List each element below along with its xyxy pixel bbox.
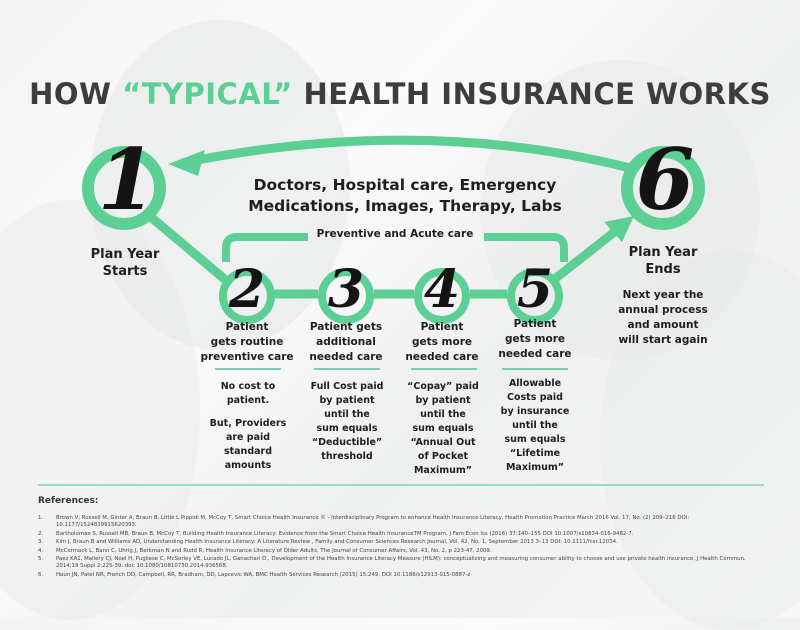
reference-item: 1.Brown V, Russell M, Ginter A, Braun B,… [38,515,690,529]
references-heading: References: [38,496,99,506]
reference-item: 6.Haun JN, Patel NR, French DD, Campbell… [38,571,471,578]
reference-item: 4.McCormack L, Bann C, Uhrig J, Berkman … [38,547,492,554]
return-arrowhead-icon [168,150,205,176]
circle-2 [219,268,275,324]
references-list: 1.Brown V, Russell M, Ginter A, Braun B,… [38,515,768,579]
plan-year-starts-label: Plan Year Starts [90,247,160,279]
page-title: HOW “TYPICAL” HEALTH INSURANCE WORKS [0,77,800,111]
step-number-1: 1 [97,130,157,229]
bracket-left [222,233,308,262]
title-prefix: HOW [29,77,123,112]
step-number-6: 6 [635,130,695,229]
step-number-3: 3 [327,259,365,320]
step-3-divider [314,368,380,370]
step-number-4: 4 [423,259,461,320]
step-5-divider [502,368,568,370]
title-suffix: HEALTH INSURANCE WORKS [292,77,771,112]
background-photo-shape [600,250,800,630]
step-number-2: 2 [228,259,266,320]
background-photo-shape [0,200,200,620]
background-photo-shape [480,60,760,360]
return-arrow-line [181,135,632,173]
title-accent: “TYPICAL” [122,77,293,112]
circle-3 [318,268,374,324]
plan-year-ends-label: Plan Year Ends [628,245,698,277]
circle-6 [621,146,705,230]
reference-item: 2.Bartholomae S, Russell MB, Braun B, Mc… [38,530,634,537]
preventive-acute-care-label: Preventive and Acute care [316,228,474,240]
step-number-5: 5 [516,259,554,320]
next-year-note: Next year the annual process and amount … [618,289,708,346]
connector-1-2 [149,214,231,286]
step5-to-6-arrowhead-icon [604,216,634,242]
circle-4 [414,268,470,324]
reference-item: 3.Kim J, Braun B and Williams AD, Unders… [38,539,618,546]
circle-5 [507,268,563,324]
step-4-divider [411,368,477,370]
reference-item: 5.Paez KA1, Mallery CJ, Noel H, Pugliese… [38,556,746,570]
bracket-right [484,233,568,262]
references-divider [38,484,764,486]
step-2-divider [215,368,281,370]
circle-1 [82,146,166,230]
connector-5-6 [553,222,625,282]
covered-services-heading: Doctors, Hospital care, Emergency Medica… [248,176,562,215]
